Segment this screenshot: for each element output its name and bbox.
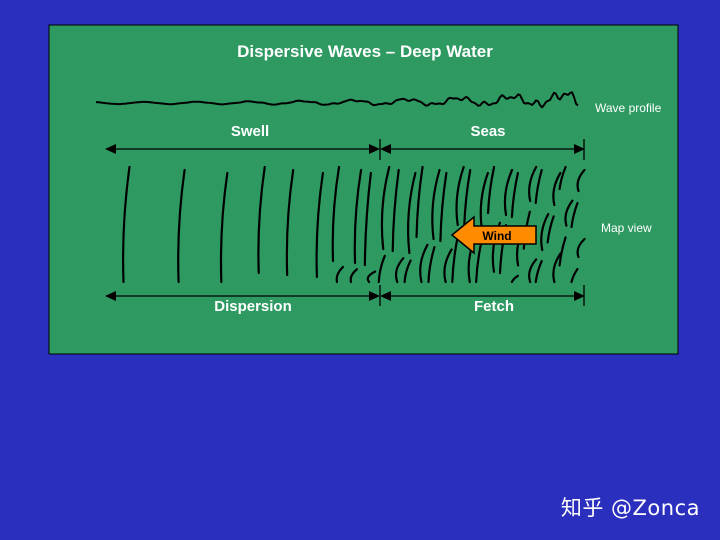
wave-crest [380,165,391,251]
seas-label: Seas [470,123,505,140]
wave-crest [353,168,363,265]
wave-crest [331,165,341,263]
wave-crest [363,171,372,267]
swell-extent-arrow [105,144,380,154]
wave-crest [122,165,131,284]
wave-crest [427,246,436,284]
wave-crest [576,168,586,193]
wave-crest [510,274,519,284]
wave-crest [406,171,417,255]
wave-crest [534,259,543,284]
wave-crest [439,171,448,243]
wave-crest [540,212,550,252]
diagram-title: Dispersive Waves – Deep Water [237,42,493,61]
wave-crest [552,171,562,207]
wave-crest [558,236,567,267]
wave-crest [219,171,229,284]
wave-crest [510,171,519,219]
wave-crest [463,168,472,229]
watermark: 知乎 @Zonca [560,496,700,520]
wave-profile-line [95,91,579,109]
wave-crest [552,252,562,284]
wave-crest [377,254,386,284]
wave-crest [486,165,496,215]
wave-crest [503,168,514,217]
swell-label: Swell [231,123,269,140]
wave-crest [564,199,574,227]
map-view-wave-crests [122,165,586,284]
wave-crest [558,165,567,191]
seas-extent-arrow [380,144,585,154]
wave-crest [534,168,543,205]
wave-crest [349,268,359,284]
wind-label: Wind [482,229,511,243]
wave-crest [528,258,538,284]
diagram-panel [48,24,679,355]
wave-crest [419,243,429,284]
dispersion-extent-arrow [105,291,380,301]
wave-crest [285,168,295,277]
wave-crest [366,270,377,284]
wave-crest [257,165,266,275]
wave-crest [391,168,400,253]
wave-crest [455,165,465,227]
wave-crest [415,165,424,239]
wave-crest [528,165,538,203]
wave-crest [335,265,345,284]
wave-crest [479,171,489,231]
wave-crest [546,215,555,244]
wave-crest [431,168,441,241]
wave-crest [570,267,579,284]
wave-profile-label: Wave profile [595,101,662,115]
wave-crest [315,171,324,279]
wave-crest [177,168,186,284]
fetch-extent-arrow [380,291,585,301]
wind-arrow: Wind [450,215,537,255]
wave-crest [443,248,453,284]
fetch-label: Fetch [474,298,514,315]
wave-crest [394,257,405,284]
wave-crest [570,201,579,229]
wave-crest [403,259,412,284]
map-view-label: Map view [601,221,652,235]
wave-crest [576,237,586,259]
dispersion-label: Dispersion [214,298,292,315]
